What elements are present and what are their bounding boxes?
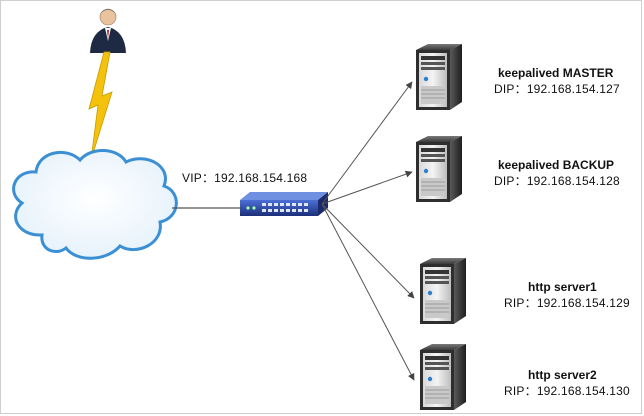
user-icon [90, 8, 126, 53]
ip-address: 192.168.154.129 [536, 296, 630, 310]
ip-prefix: RIP： [504, 384, 537, 398]
switch-icon [240, 192, 328, 216]
server-icon [419, 257, 467, 325]
ip-address: 192.168.154.130 [536, 384, 630, 398]
lightning-icon [88, 51, 113, 161]
server-icon [415, 135, 463, 203]
link-switch-server1 [321, 203, 415, 299]
ip-address: 192.168.154.127 [526, 82, 620, 96]
vip-label: VIP：192.168.154.168 [182, 171, 307, 185]
vip-address: 192.168.154.168 [214, 171, 308, 185]
server-http2-name: http server2 [528, 368, 597, 382]
cloud-icon [12, 149, 178, 260]
ip-prefix: RIP： [504, 296, 537, 310]
ip-prefix: DIP： [494, 82, 527, 96]
ip-address: 192.168.154.128 [526, 174, 620, 188]
link-switch-server2 [321, 203, 415, 381]
server-http2-ip: RIP：192.168.154.130 [504, 384, 630, 398]
ip-prefix: DIP： [494, 174, 527, 188]
server-http1-name: http server1 [528, 280, 597, 294]
link-switch-backup [321, 170, 413, 205]
server-http1-ip: RIP：192.168.154.129 [504, 296, 630, 310]
server-backup-name: keepalived BACKUP [498, 158, 615, 172]
server-icon [415, 43, 463, 111]
server-master-ip: DIP：192.168.154.127 [494, 82, 620, 96]
server-icon [419, 343, 467, 411]
server-master-name: keepalived MASTER [498, 66, 614, 80]
server-backup-ip: DIP：192.168.154.128 [494, 174, 620, 188]
link-switch-master [321, 81, 413, 205]
vip-prefix: VIP： [182, 171, 215, 185]
